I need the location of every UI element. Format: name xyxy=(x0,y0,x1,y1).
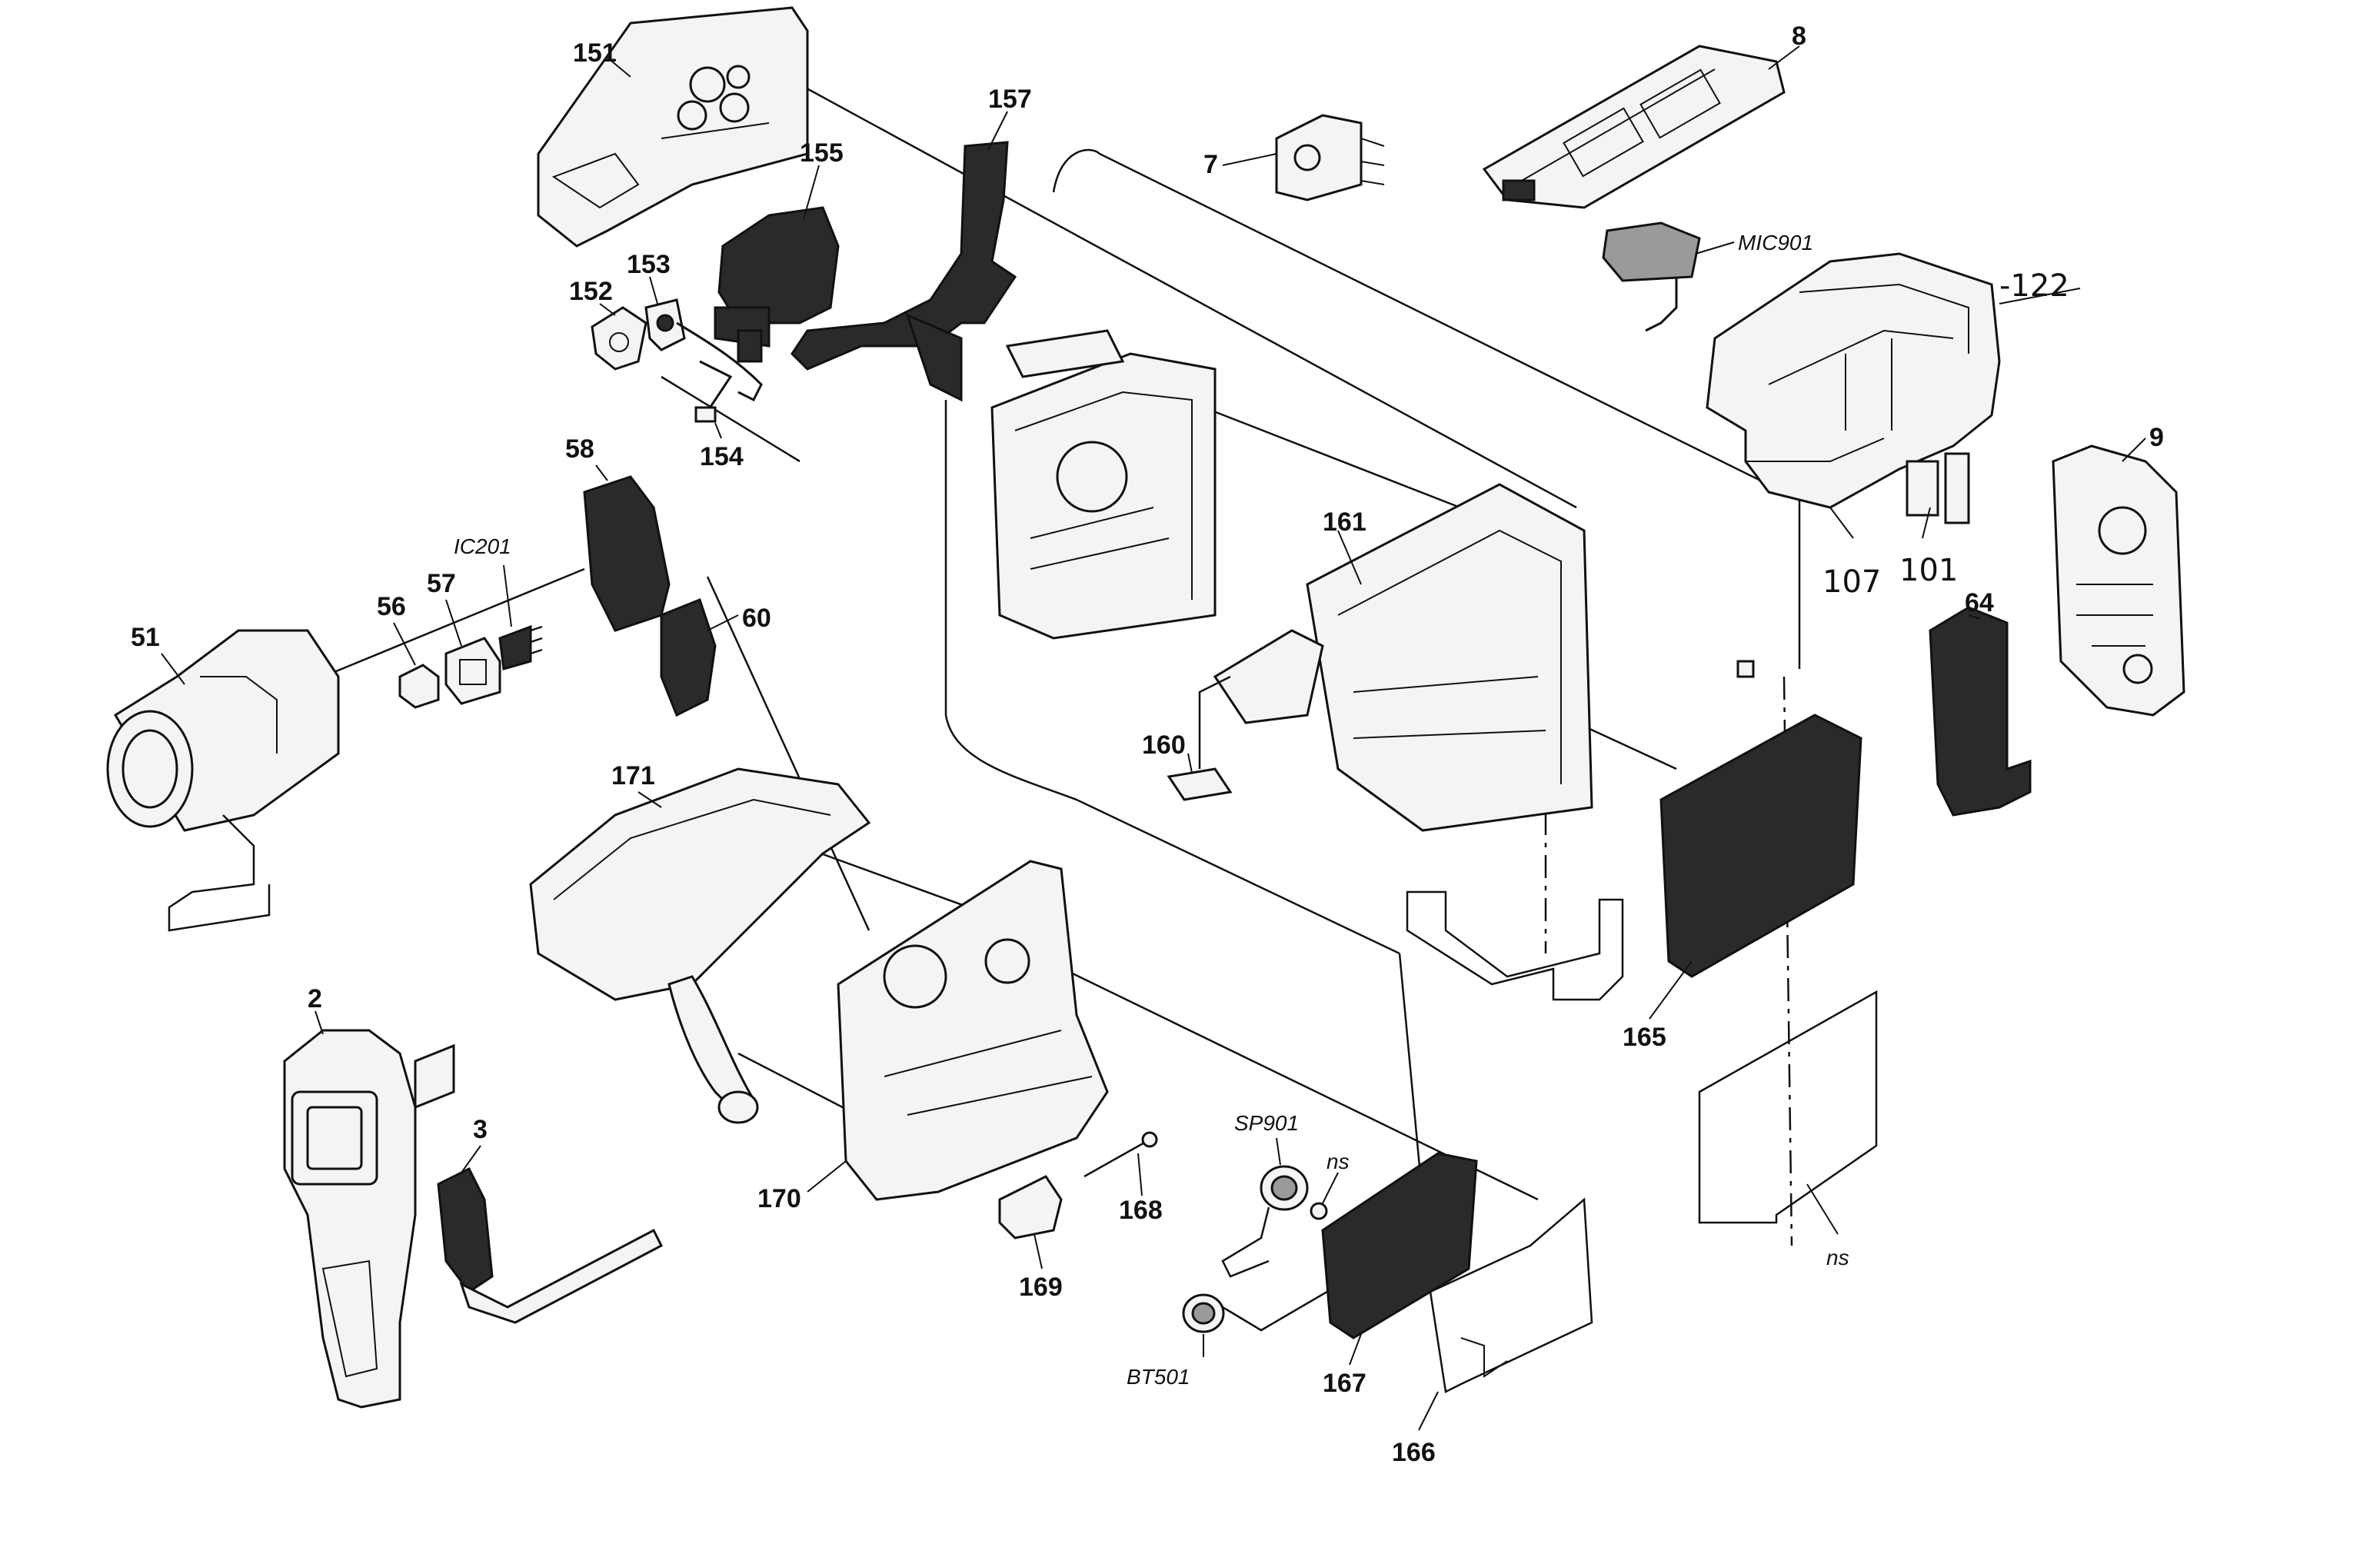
part-151-front-frame xyxy=(537,6,809,248)
part-152-bracket xyxy=(591,306,647,371)
label-64: 64 xyxy=(1965,588,1994,617)
part-ic201-sensor xyxy=(498,624,543,671)
part-sp901-speaker xyxy=(1221,1165,1309,1278)
part-51-lens-unit xyxy=(106,629,340,932)
label-122: -122 xyxy=(1999,268,2069,304)
part-155-motor-block xyxy=(714,206,840,363)
label-165: 165 xyxy=(1623,1023,1666,1052)
label-bt501: BT501 xyxy=(1127,1365,1190,1389)
part-168-screw xyxy=(1083,1131,1158,1178)
part-166-flex-outline xyxy=(1429,1197,1593,1393)
label-8: 8 xyxy=(1792,22,1806,51)
label-161: 161 xyxy=(1323,507,1366,537)
label-9: 9 xyxy=(2149,423,2164,452)
label-mic901: MIC901 xyxy=(1738,231,1813,255)
label-171: 171 xyxy=(611,761,655,790)
part-9-side-panel xyxy=(2052,444,2185,717)
part-ns-washer xyxy=(1310,1202,1328,1220)
flex-outline-middle xyxy=(1406,890,1624,1001)
part-58-board xyxy=(583,475,671,632)
flex-outline-ns xyxy=(1698,990,1878,1224)
part-157-flex-cable xyxy=(791,141,1017,402)
label-57: 57 xyxy=(427,569,456,598)
label-157: 157 xyxy=(988,85,1032,114)
part-165-main-board xyxy=(1659,660,1862,978)
part-2-front-housing xyxy=(283,1029,455,1409)
label-101: 101 xyxy=(1899,553,1958,588)
leader-lines xyxy=(161,45,2146,1431)
part-bt501-battery xyxy=(1182,1275,1354,1333)
label-152: 152 xyxy=(569,277,613,306)
label-160: 160 xyxy=(1142,730,1186,760)
label-107: 107 xyxy=(1822,564,1881,600)
label-51: 51 xyxy=(131,623,160,652)
label-170: 170 xyxy=(757,1184,801,1213)
label-151: 151 xyxy=(573,38,617,68)
label-ns-washer: ns xyxy=(1326,1150,1350,1173)
part-122-chassis xyxy=(1706,252,2001,524)
part-170-grip-frame xyxy=(837,860,1109,1201)
part-64-board xyxy=(1929,606,2032,817)
part-labels: 151 157 7 8 155 153 152 154 MIC901 -122 … xyxy=(131,22,2164,1467)
part-171-hand-strap xyxy=(529,767,871,1124)
part-154-wire xyxy=(676,321,763,423)
label-60: 60 xyxy=(742,604,771,633)
label-7: 7 xyxy=(1203,150,1218,179)
label-sp901: SP901 xyxy=(1234,1111,1299,1135)
label-3: 3 xyxy=(473,1115,488,1144)
label-166: 166 xyxy=(1392,1438,1436,1467)
label-168: 168 xyxy=(1119,1196,1163,1225)
label-153: 153 xyxy=(627,250,671,279)
part-60-board xyxy=(660,598,717,717)
part-167-board xyxy=(1321,1152,1478,1339)
part-161-main-frame xyxy=(990,329,1593,832)
label-2: 2 xyxy=(308,984,322,1013)
part-56-filter xyxy=(398,664,440,709)
label-154: 154 xyxy=(700,442,744,471)
label-169: 169 xyxy=(1019,1273,1063,1302)
part-169-bracket xyxy=(998,1175,1063,1240)
part-8-top-cover xyxy=(1482,45,1786,209)
part-160-bracket xyxy=(1167,675,1233,801)
label-ic201: IC201 xyxy=(454,534,511,558)
label-58: 58 xyxy=(565,434,594,464)
label-155: 155 xyxy=(800,138,844,168)
part-mic901-microphone xyxy=(1602,221,1701,332)
label-ns-flex: ns xyxy=(1826,1246,1849,1269)
part-57-holder xyxy=(444,637,501,705)
part-3-board xyxy=(437,1166,663,1324)
part-153-switch xyxy=(644,298,686,351)
label-56: 56 xyxy=(377,592,406,621)
label-167: 167 xyxy=(1323,1369,1366,1398)
part-7-bracket xyxy=(1275,114,1385,201)
